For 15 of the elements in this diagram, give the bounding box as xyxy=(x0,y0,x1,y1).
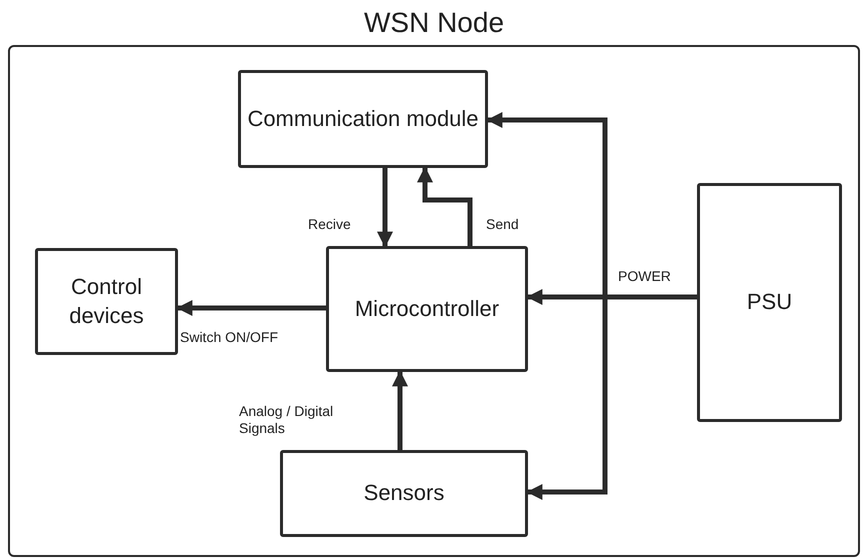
arrow xyxy=(392,370,408,450)
group-label: WSN Node xyxy=(362,7,506,39)
arrow xyxy=(176,300,326,316)
arrow xyxy=(417,166,472,246)
block-label: PSU xyxy=(746,288,792,316)
arrow xyxy=(377,168,393,248)
block-label: Microcontroller xyxy=(354,294,500,323)
block-box xyxy=(238,70,488,168)
block-label: Control devices xyxy=(68,272,145,330)
block-label: Sensors xyxy=(364,479,444,508)
block-label: Communication module xyxy=(247,104,479,133)
block-box xyxy=(35,248,178,355)
block-box xyxy=(697,183,842,422)
block-box xyxy=(326,246,528,372)
block-box xyxy=(280,450,528,537)
